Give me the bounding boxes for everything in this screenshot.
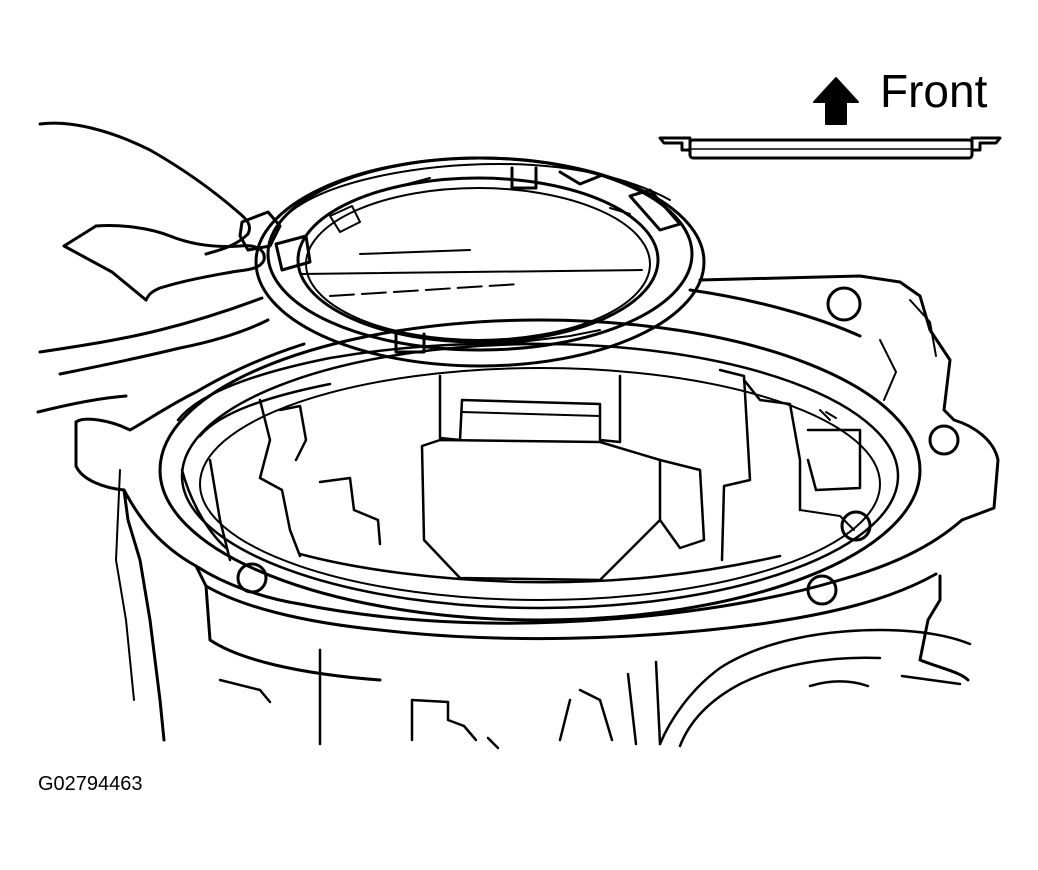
front-label: Front [880,65,988,117]
arrow-up-icon [813,77,859,125]
ring-side-view [658,136,1002,160]
internal-components [176,342,862,584]
snap-ring [254,156,706,368]
hand [36,121,282,414]
figure-id: G02794463 [38,773,143,795]
lower-case [218,628,972,750]
transmission-case [74,274,1000,742]
